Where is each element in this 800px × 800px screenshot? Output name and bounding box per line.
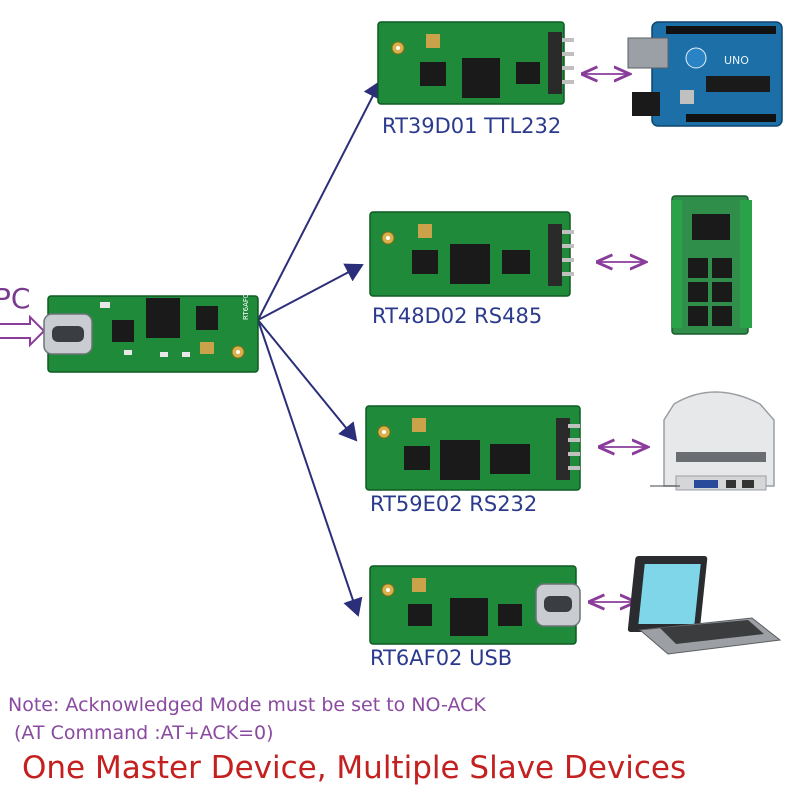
pc-input-arrow — [0, 314, 46, 348]
svg-text:UNO: UNO — [724, 54, 749, 67]
arduino-board-icon: UNO — [627, 21, 783, 127]
module-label-rt39d01: RT39D01 TTL232 — [382, 114, 562, 138]
module-label-rt6af02: RT6AF02 USB — [370, 646, 513, 670]
footer-title: One Master Device, Multiple Slave Device… — [22, 750, 687, 786]
label-printer-icon — [650, 391, 775, 491]
module-rt59e02-board — [365, 405, 581, 491]
connector-line-rt6af02 — [257, 319, 363, 617]
module-label-rt59e02: RT59E02 RS232 — [370, 492, 538, 516]
svg-text:RT6AF03: RT6AF03 — [242, 289, 250, 320]
note-line-1: Note: Acknowledged Mode must be set to N… — [8, 694, 486, 716]
module-label-rt48d02: RT48D02 RS485 — [372, 304, 543, 328]
connector-line-rt59e02 — [257, 319, 358, 442]
relay-board-icon — [671, 195, 752, 335]
connector-line-rt39d01 — [257, 80, 382, 321]
connector-line-rt48d02 — [257, 263, 364, 321]
connector-lines — [257, 80, 382, 617]
module-rt39d01-board — [377, 21, 574, 105]
note-line-2: (AT Command :AT+ACK=0) — [14, 722, 274, 744]
master-module-board: RT6AF03 — [43, 289, 259, 373]
pc-label: PC — [0, 282, 31, 315]
laptop-icon — [627, 556, 782, 655]
module-rt6af02-board — [369, 565, 581, 645]
module-rt48d02-board — [369, 211, 574, 297]
